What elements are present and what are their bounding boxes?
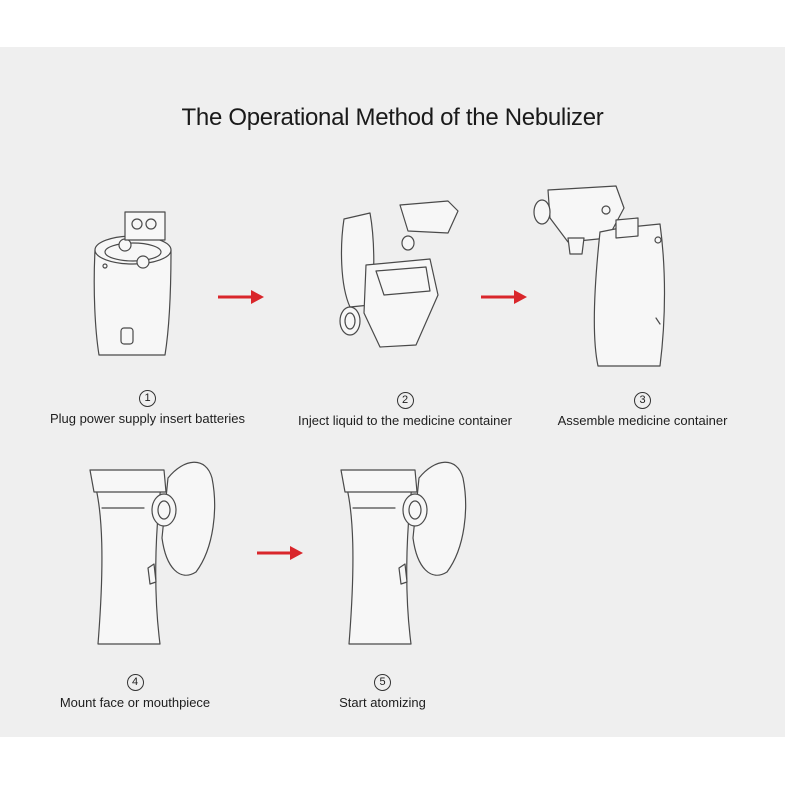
arrow-right-icon xyxy=(481,290,527,304)
step-caption: Mount face or mouthpiece xyxy=(59,695,211,710)
step-4: 4 Mount face or mouthpiece xyxy=(30,672,240,710)
step-caption: Inject liquid to the medicine container xyxy=(298,413,512,428)
step-2: 2 Inject liquid to the medicine containe… xyxy=(270,390,540,428)
arrow-right-icon xyxy=(257,546,303,560)
page-title: The Operational Method of the Nebulizer xyxy=(181,104,604,131)
medicine-container-icon xyxy=(339,200,459,348)
step-number: 5 xyxy=(374,674,391,691)
step-number: 1 xyxy=(139,390,156,407)
step-caption: Start atomizing xyxy=(339,695,426,710)
step-3: 3 Assemble medicine container xyxy=(535,390,750,428)
step-number: 2 xyxy=(396,392,414,409)
nebulizer-battery-icon xyxy=(93,211,172,356)
atomizing-icon xyxy=(340,461,467,645)
arrow-right-icon xyxy=(218,290,264,304)
step-number: 3 xyxy=(634,392,651,409)
step-number: 4 xyxy=(126,674,144,691)
assemble-container-icon xyxy=(533,185,666,367)
step-1: 1 Plug power supply insert batteries xyxy=(20,388,275,426)
step-5: 5 Start atomizing xyxy=(300,672,465,710)
step-caption: Assemble medicine container xyxy=(557,413,728,428)
step-caption: Plug power supply insert batteries xyxy=(49,411,246,426)
face-mask-icon xyxy=(89,461,216,645)
